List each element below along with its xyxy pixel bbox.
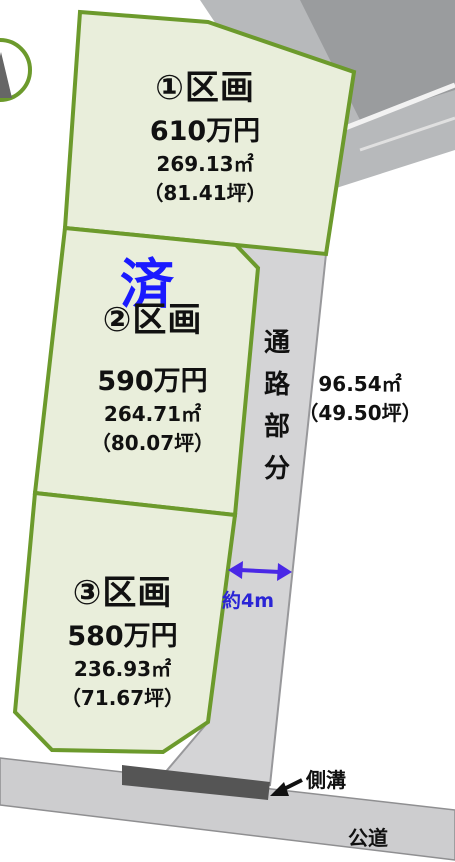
lot-1-area: 269.13㎡ xyxy=(156,152,254,176)
lot-1-name: ①区画 xyxy=(155,68,255,108)
passage-char-2: 路 xyxy=(263,370,290,400)
public-road xyxy=(0,757,455,861)
lot-2-price: 590万円 xyxy=(97,366,208,397)
lot-2-area: 264.71㎡ xyxy=(103,402,202,426)
passage-area-value: 96.54㎡ xyxy=(318,372,402,396)
lot-2-tsubo: （80.07坪） xyxy=(90,431,215,455)
passage-width-label: 約4m xyxy=(222,590,275,612)
lot-1-price: 610万円 xyxy=(149,116,261,147)
lot-1-label: ①区画 610万円 269.13㎡ （81.41坪） xyxy=(120,60,290,206)
lot-1-tsubo: （81.41坪） xyxy=(143,181,267,205)
lot-3 xyxy=(12,490,238,755)
passage-char-3: 部 xyxy=(263,412,290,442)
passage-label: 通 路 部 分 xyxy=(262,322,292,490)
lot-3-price: 580万円 xyxy=(67,621,178,652)
road-label: 公道 xyxy=(348,826,388,850)
lot-3-name: ③区画 xyxy=(72,573,173,613)
passage-area-label: 96.54㎡ （49.50坪） xyxy=(296,368,424,426)
ditch-pointer-arrow-icon xyxy=(270,778,303,796)
lot-2-name: ②区画 xyxy=(102,300,203,340)
passage-char-4: 分 xyxy=(263,454,290,484)
lot-3-tsubo: （71.67坪） xyxy=(60,686,185,710)
drain-label: 側溝 xyxy=(306,768,346,792)
width-arrow-icon xyxy=(228,561,292,581)
passage-area-tsubo: （49.50坪） xyxy=(298,401,422,425)
sold-mark: 済 xyxy=(120,253,174,316)
passage-char-1: 通 xyxy=(263,328,290,358)
north-arrow-icon xyxy=(0,38,32,102)
lot-2-label: ②区画 590万円 264.71㎡ （80.07坪） xyxy=(70,292,235,456)
lot-3-area: 236.93㎡ xyxy=(73,657,172,681)
lot-2 xyxy=(32,225,261,518)
side-ditch xyxy=(122,765,270,800)
lot-3-label: ③区画 580万円 236.93㎡ （71.67坪） xyxy=(40,565,205,711)
